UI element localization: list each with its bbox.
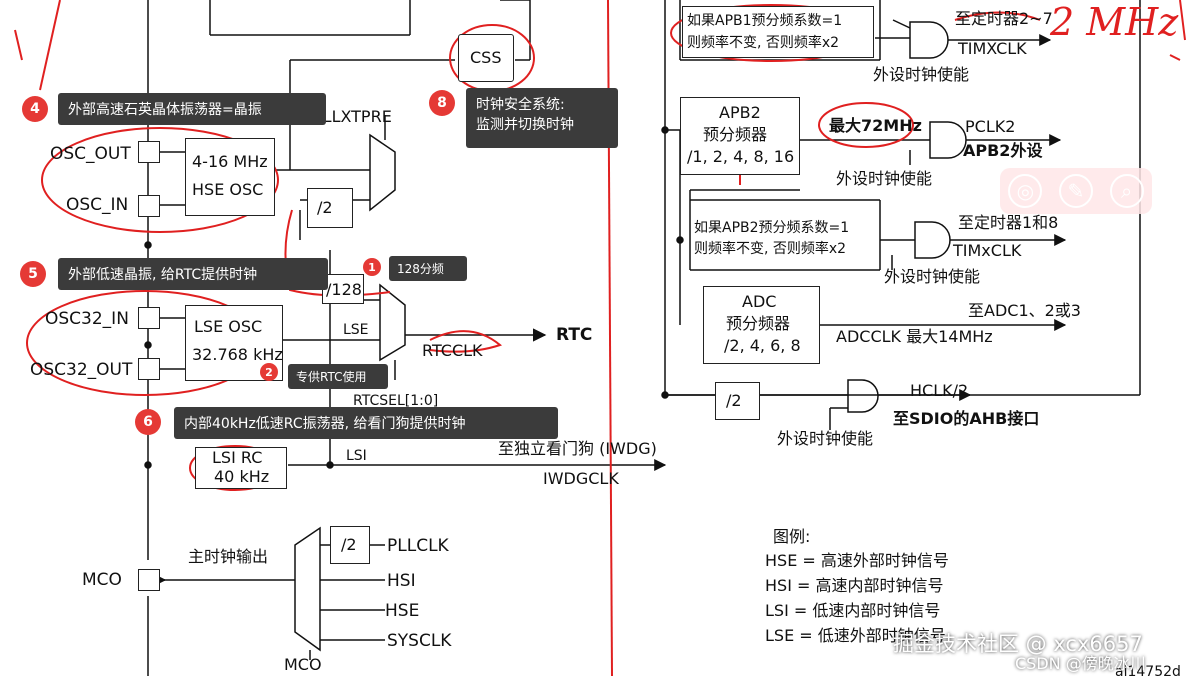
badge-8: 8 <box>429 90 455 116</box>
apb2-note-line2: 则频率不变, 否则频率x2 <box>694 241 847 257</box>
legend-item: LSI = 低速内部时钟信号 <box>765 601 941 620</box>
search-icon[interactable]: ⌕ <box>1109 174 1144 208</box>
rtc-label: RTC <box>556 325 593 345</box>
annotation-div128: 128分频 <box>389 256 467 281</box>
timer27-label: 至定时器2~7 <box>955 9 1053 28</box>
rtcsel-label: RTCSEL[1:0] <box>353 393 439 409</box>
mco-pin <box>138 569 160 591</box>
hclk2-label: HCLK/2 <box>910 381 969 400</box>
periph-enable-3: 外设时钟使能 <box>884 267 981 286</box>
annotation-css-line1: 时钟安全系统: <box>476 97 565 113</box>
osc-out-label: OSC_OUT <box>50 144 131 164</box>
iwdgclk-label: IWDGCLK <box>543 469 619 488</box>
legend-item: HSI = 高速内部时钟信号 <box>765 576 944 595</box>
pclk2-label: PCLK2 <box>965 117 1016 136</box>
badge-6: 6 <box>135 409 161 435</box>
pllxtpre-label: PLLXTPRE <box>313 107 392 126</box>
sdio-div2-label: /2 <box>726 391 742 410</box>
handwritten-mhz: 2 MHz <box>1050 0 1179 44</box>
lsi-freq: 40 kHz <box>214 467 270 486</box>
hse-div2-label: /2 <box>317 198 333 217</box>
lse-name: LSE OSC <box>194 317 263 336</box>
annotation-css: 时钟安全系统: 监测并切换时钟 <box>466 88 618 148</box>
mco-title: 主时钟输出 <box>188 547 269 566</box>
annotation-rtc-only: 专供RTC使用 <box>288 364 388 389</box>
apb2-periph-label: APB2外设 <box>963 141 1043 160</box>
apb1-note-line2: 则频率不变, 否则频率x2 <box>687 35 840 51</box>
badge-5: 5 <box>20 261 46 287</box>
lsi-line-label: LSI <box>346 448 367 464</box>
mco-mux-label: MCO <box>284 655 322 674</box>
osc32-out-pin <box>138 358 160 380</box>
timer18-label: 至定时器1和8 <box>958 213 1059 232</box>
sdio-div2-box: /2 <box>715 382 760 420</box>
osc-in-pin <box>138 195 160 217</box>
badge-4: 4 <box>22 96 48 122</box>
hse-label: HSE <box>385 601 420 621</box>
sdio-label: 至SDIO的AHB接口 <box>893 409 1040 428</box>
apb2-sub: 预分频器 <box>703 125 768 144</box>
osc32-out-label: OSC32_OUT <box>30 360 133 380</box>
apb1-note-box: 如果APB1预分频系数=1 则频率不变, 否则频率x2 <box>682 6 874 58</box>
legend-item: LSE = 低速外部时钟信号 <box>765 626 946 645</box>
osc32-in-pin <box>138 307 160 329</box>
annotation-css-line2: 监测并切换时钟 <box>476 117 574 133</box>
osc-in-label: OSC_IN <box>66 195 129 215</box>
annotation-lse: 外部低速晶振, 给RTC提供时钟 <box>58 258 328 290</box>
css-box: CSS <box>458 34 514 82</box>
hse-osc-box: 4-16 MHz HSE OSC <box>185 138 275 216</box>
hse-name: HSE OSC <box>192 180 264 199</box>
hse-freq: 4-16 MHz <box>192 152 268 171</box>
watermark-csdn: CSDN @傍晚冰川 <box>1015 654 1146 673</box>
apb2-ratios: /1, 2, 4, 8, 16 <box>687 147 795 166</box>
hsi-label: HSI <box>387 571 416 591</box>
adcclk-label: ADCCLK 最大14MHz <box>836 327 993 346</box>
rtcclk-label: RTCCLK <box>422 341 483 360</box>
periph-enable-4: 外设时钟使能 <box>777 429 874 448</box>
legend-item: HSE = 高速外部时钟信号 <box>765 551 949 570</box>
annotation-hse: 外部高速石英晶体振荡器=晶振 <box>58 93 326 125</box>
badge-1: 1 <box>363 258 381 276</box>
osc-out-pin <box>138 141 160 163</box>
lsi-rc-box: LSI RC 40 kHz <box>195 447 287 489</box>
pllclk-label: PLLCLK <box>387 536 449 556</box>
diagram-code: ai14752d <box>1115 664 1181 676</box>
periph-enable-1: 外设时钟使能 <box>873 65 970 84</box>
css-label: CSS <box>470 48 502 67</box>
timxclk-label: TIMXCLK <box>958 39 1027 58</box>
annotation-lsi: 内部40kHz低速RC振荡器, 给看门狗提供时钟 <box>174 407 558 439</box>
legend-title: 图例: <box>773 527 811 546</box>
badge-2: 2 <box>260 363 278 381</box>
adc-sub: 预分频器 <box>726 314 791 333</box>
hse-div2-box: /2 <box>307 188 353 228</box>
ai-icon[interactable]: ◎ <box>1008 174 1043 208</box>
adc-prescaler-box: ADC 预分频器 /2, 4, 6, 8 <box>703 286 820 364</box>
ai-toolbar[interactable]: ◎ ✎ ⌕ <box>1000 168 1152 214</box>
magic-wand-icon[interactable]: ✎ <box>1058 174 1093 208</box>
apb2-prescaler-box: APB2 预分频器 /1, 2, 4, 8, 16 <box>680 97 800 175</box>
osc32-in-label: OSC32_IN <box>45 309 129 329</box>
watermark-juejin: 掘金技术社区 @ xcx6657 <box>893 632 1143 656</box>
div128-label: /128 <box>326 280 362 299</box>
div128-box: /128 <box>322 274 364 304</box>
lse-line-label: LSE <box>343 322 369 338</box>
iwdg-label: 至独立看门狗 (IWDG) <box>498 439 657 458</box>
adc-title: ADC <box>742 292 777 311</box>
adc-ratios: /2, 4, 6, 8 <box>724 336 801 355</box>
apb1-note-line1: 如果APB1预分频系数=1 <box>687 13 843 29</box>
lse-freq: 32.768 kHz <box>192 345 283 364</box>
mco-div2-label: /2 <box>341 535 357 554</box>
max72-label: 最大72MHz <box>829 116 922 135</box>
periph-enable-2: 外设时钟使能 <box>836 169 933 188</box>
adc-target-label: 至ADC1、2或3 <box>968 301 1081 320</box>
apb2-title: APB2 <box>719 103 761 122</box>
mco-pin-label: MCO <box>82 570 122 590</box>
apb2-note-line1: 如果APB2预分频系数=1 <box>694 220 850 236</box>
mco-div2-box: /2 <box>330 526 370 564</box>
sysclk-label: SYSCLK <box>387 631 452 651</box>
timxclk2-label: TIMxCLK <box>953 241 1022 260</box>
lsi-name: LSI RC <box>212 448 263 467</box>
